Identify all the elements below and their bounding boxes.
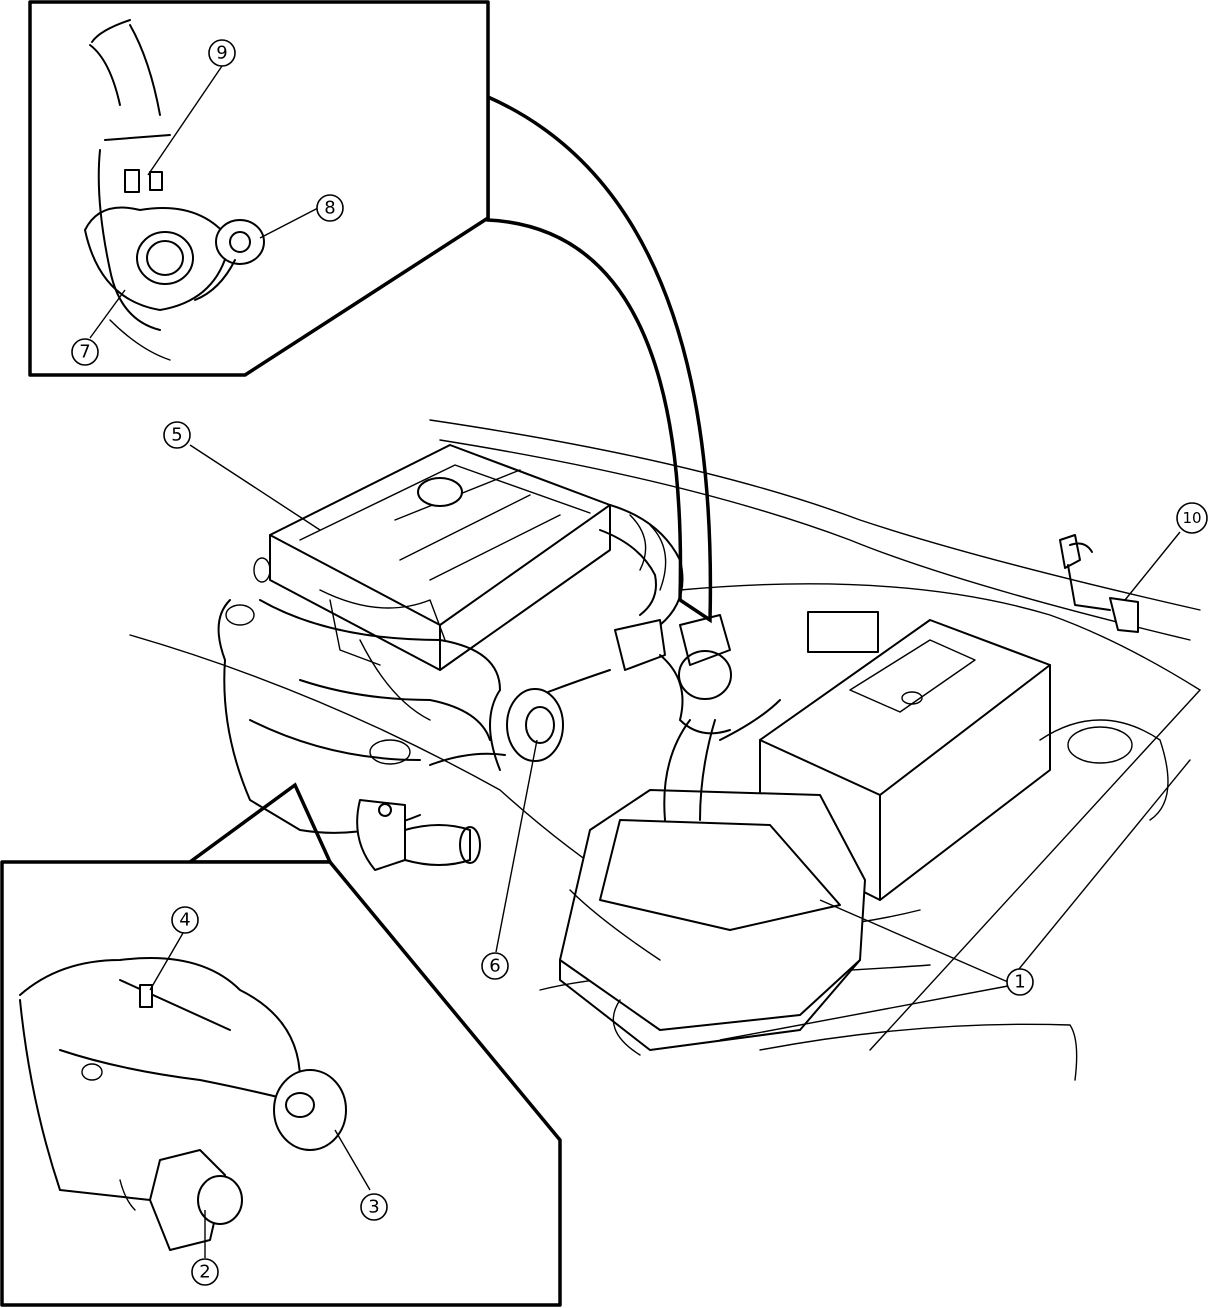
callout-7: 7	[71, 338, 99, 366]
callout-3-label: 3	[368, 1197, 379, 1218]
callout-4-label: 4	[179, 910, 190, 931]
throttle-body	[356, 799, 481, 871]
accelerator-pedal-sensor	[1059, 534, 1139, 633]
callout-1: 1	[1006, 968, 1034, 996]
callout-6-label: 6	[489, 956, 500, 977]
callout-9-label: 9	[216, 43, 227, 64]
callout-1-label: 1	[1014, 972, 1025, 993]
callout-5-label: 5	[171, 425, 182, 446]
callout-8: 8	[316, 194, 344, 222]
callout-4: 4	[171, 906, 199, 934]
callout-10-label: 10	[1182, 509, 1201, 527]
callout-5: 5	[163, 421, 191, 449]
callout-3: 3	[360, 1193, 388, 1221]
intake-manifold	[217, 557, 501, 834]
egr-valve-on-engine	[429, 669, 611, 771]
callout-2: 2	[191, 1258, 219, 1286]
intake-plenum-cover	[269, 444, 611, 671]
callout-8-label: 8	[324, 198, 335, 219]
air-cleaner	[559, 719, 866, 1056]
callout-2-label: 2	[199, 1262, 210, 1283]
inset-bottom-left	[0, 782, 562, 1307]
callout-6: 6	[481, 952, 509, 980]
callout-7-label: 7	[79, 342, 90, 363]
callout-10: 10	[1176, 502, 1208, 534]
callout-9: 9	[208, 39, 236, 67]
inset-top-left	[28, 0, 713, 624]
leader-lines	[89, 65, 1181, 1258]
egr-solenoid-cluster	[614, 614, 781, 741]
intake-duct	[599, 504, 684, 626]
